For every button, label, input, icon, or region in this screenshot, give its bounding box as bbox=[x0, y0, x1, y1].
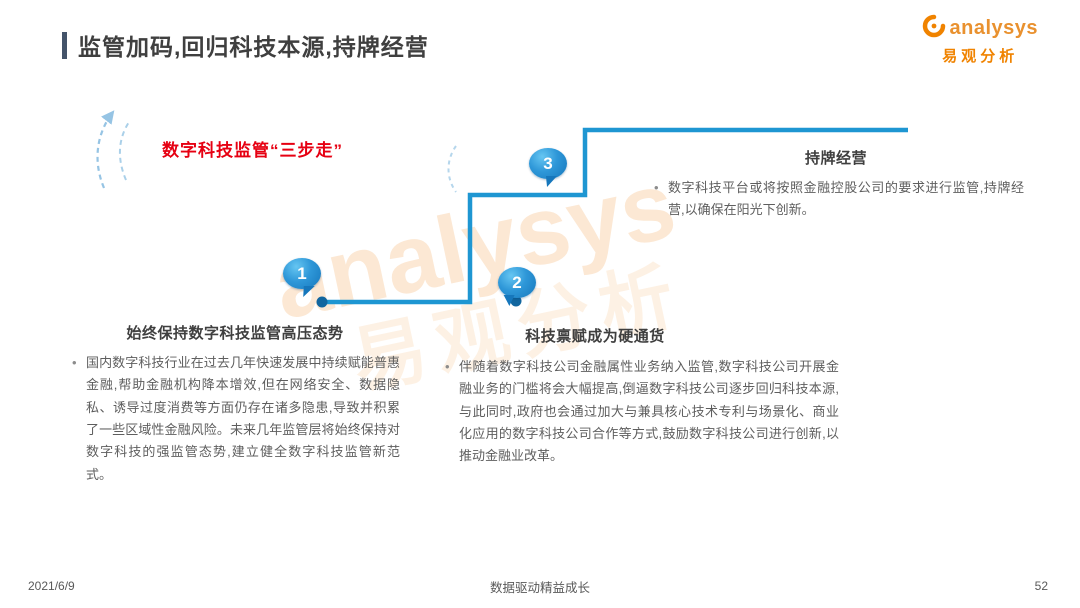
footer-date: 2021/6/9 bbox=[28, 579, 75, 593]
dashed-arrow-inner-icon bbox=[119, 121, 130, 181]
page-number: 52 bbox=[1034, 579, 1048, 593]
watermark-brand-text: analysys bbox=[265, 150, 685, 340]
step-1-bullet: 国内数字科技行业在过去几年快速发展中持续赋能普惠金融,帮助金融机构降本增效,但在… bbox=[70, 352, 400, 486]
step-2-body: 伴随着数字科技公司金融属性业务纳入监管,数字科技公司开展金融业务的门槛将会大幅提… bbox=[443, 356, 839, 468]
step-1-body: 国内数字科技行业在过去几年快速发展中持续赋能普惠金融,帮助金融机构降本增效,但在… bbox=[70, 352, 400, 486]
page-title: 监管加码,回归科技本源,持牌经营 bbox=[78, 34, 429, 60]
step-3-bullet: 数字科技平台或将按照金融控股公司的要求进行监管,持牌经营,以确保在阳光下创新。 bbox=[652, 177, 1024, 222]
step-bubble-3: 3 bbox=[529, 148, 567, 179]
dashed-arrow-icon bbox=[96, 110, 115, 189]
step-3-title: 持牌经营 bbox=[804, 150, 867, 167]
step-3-body: 数字科技平台或将按照金融控股公司的要求进行监管,持牌经营,以确保在阳光下创新。 bbox=[652, 177, 1024, 222]
step-dot-1 bbox=[316, 296, 328, 308]
step-2-bullet: 伴随着数字科技公司金融属性业务纳入监管,数字科技公司开展金融业务的门槛将会大幅提… bbox=[443, 356, 839, 468]
diagram-label: 数字科技监管“三步走” bbox=[162, 141, 343, 160]
step-1-title: 始终保持数字科技监管高压态势 bbox=[126, 325, 344, 342]
step-bubble-1: 1 bbox=[283, 258, 321, 289]
dashed-arc-icon bbox=[447, 145, 457, 193]
brand-wordmark-cn: 易观分析 bbox=[942, 48, 1019, 65]
swirl-logo-icon bbox=[922, 14, 946, 43]
title-accent-bar bbox=[62, 31, 67, 59]
header: 监管加码,回归科技本源,持牌经营 bbox=[62, 28, 429, 62]
brand-wordmark: analysys bbox=[949, 17, 1038, 39]
brand-logo-row: analysys bbox=[922, 14, 1038, 43]
brand-logo: analysys 易观分析 bbox=[922, 14, 1038, 66]
step-bubble-2: 2 bbox=[498, 267, 536, 298]
step-2-title: 科技禀赋成为硬通货 bbox=[525, 328, 665, 345]
footer-slogan: 数据驱动精益成长 bbox=[489, 581, 590, 595]
